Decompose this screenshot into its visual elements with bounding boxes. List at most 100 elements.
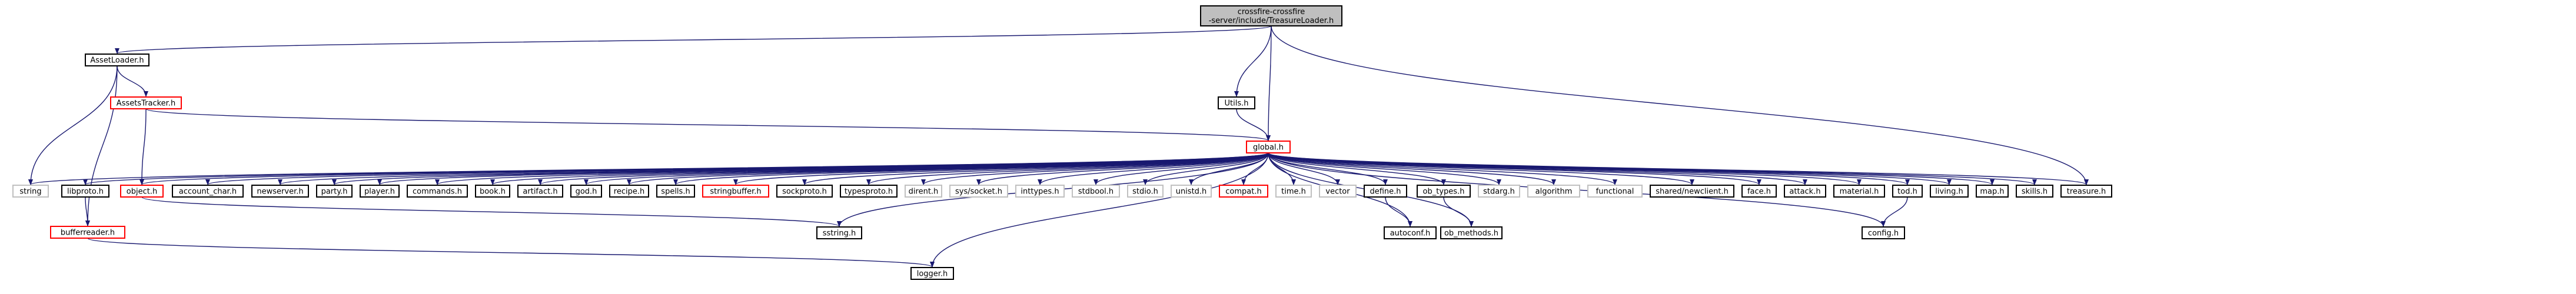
node-god[interactable]: god.h (570, 185, 602, 198)
node-syssocket[interactable]: sys/socket.h (949, 185, 1008, 198)
node-label: spells.h (661, 188, 690, 196)
node-label: config.h (1868, 229, 1899, 238)
node-box (1892, 185, 1923, 198)
node-box (1417, 185, 1471, 198)
node-object[interactable]: object.h (120, 185, 164, 198)
node-stdbool[interactable]: stdbool.h (1072, 185, 1120, 198)
node-dirent[interactable]: dirent.h (905, 185, 942, 198)
edge-global-to-inttypes (1038, 152, 1269, 185)
node-label: shared/newclient.h (1656, 188, 1729, 196)
edge-bufferreader-to-logger (87, 238, 935, 268)
node-define[interactable]: define.h (1364, 185, 1407, 198)
node-functional[interactable]: functional (1587, 185, 1643, 198)
node-unistd[interactable]: unistd.h (1171, 185, 1212, 198)
node-autoconf[interactable]: autoconf.h (1384, 226, 1437, 239)
node-box (1246, 141, 1291, 153)
node-box (905, 185, 942, 198)
node-label: treasure.h (2067, 188, 2106, 196)
node-label: AssetsTracker.h (117, 99, 175, 108)
node-spells[interactable]: spells.h (656, 185, 695, 198)
node-utils[interactable]: Utils.h (1218, 96, 1255, 109)
node-stdarg[interactable]: stdarg.h (1478, 185, 1520, 198)
node-sstring[interactable]: sstring.h (816, 226, 862, 239)
node-box (1478, 185, 1520, 198)
node-ob_methods[interactable]: ob_methods.h (1440, 226, 1503, 239)
node-string[interactable]: string (12, 185, 49, 198)
node-artifact[interactable]: artifact.h (517, 185, 563, 198)
node-box (475, 185, 510, 198)
node-box (1171, 185, 1212, 198)
node-box (1930, 185, 1969, 198)
edge-ob_types-to-ob_methods (1443, 196, 1474, 227)
node-tod[interactable]: tod.h (1892, 185, 1923, 198)
node-box (702, 185, 769, 198)
node-label: commands.h (413, 188, 462, 196)
node-party[interactable]: party.h (316, 185, 353, 198)
edge-global-to-typesproto (866, 152, 1269, 185)
node-map[interactable]: map.h (1976, 185, 2009, 198)
node-box (1833, 185, 1885, 198)
node-box (110, 96, 182, 109)
edge-global-to-commands (435, 152, 1269, 185)
node-ob_types[interactable]: ob_types.h (1417, 185, 1471, 198)
edge-global-to-algorithm (1268, 152, 1556, 185)
node-label: recipe.h (614, 188, 644, 196)
node-commands[interactable]: commands.h (407, 185, 468, 198)
node-box (1384, 226, 1437, 239)
node-stdio[interactable]: stdio.h (1127, 185, 1164, 198)
edge-define-to-autoconf (1385, 196, 1412, 227)
node-stringbuffer[interactable]: stringbuffer.h (702, 185, 769, 198)
node-account_char[interactable]: account_char.h (172, 185, 244, 198)
node-label: living.h (1935, 188, 1963, 196)
node-label: logger.h (917, 270, 948, 279)
node-assetloader[interactable]: AssetLoader.h (85, 54, 149, 66)
node-newserver[interactable]: newserver.h (251, 185, 309, 198)
node-label: crossfire-crossfire (1238, 8, 1305, 16)
node-vector[interactable]: vector (1319, 185, 1357, 198)
node-config[interactable]: config.h (1862, 226, 1905, 239)
node-label: sockproto.h (782, 188, 827, 196)
node-label: book.h (480, 188, 506, 196)
node-living[interactable]: living.h (1930, 185, 1969, 198)
node-label: string (19, 188, 41, 196)
node-libproto[interactable]: libproto.h (61, 185, 109, 198)
node-box (910, 267, 954, 280)
node-label: bufferreader.h (61, 229, 115, 238)
node-attack[interactable]: attack.h (1784, 185, 1826, 198)
node-assetstracker[interactable]: AssetsTracker.h (110, 96, 182, 109)
node-player[interactable]: player.h (360, 185, 400, 198)
node-recipe[interactable]: recipe.h (609, 185, 649, 198)
node-algorithm[interactable]: algorithm (1527, 185, 1580, 198)
node-treasure[interactable]: treasure.h (2060, 185, 2112, 198)
node-box (407, 185, 468, 198)
node-face[interactable]: face.h (1741, 185, 1777, 198)
node-root[interactable]: crossfire-crossfire-server/include/Treas… (1200, 5, 1342, 26)
node-shared_newclient[interactable]: shared/newclient.h (1650, 185, 1734, 198)
edge-global-to-stdarg (1268, 152, 1501, 185)
node-material[interactable]: material.h (1833, 185, 1885, 198)
edge-global-to-logger (930, 152, 1269, 268)
node-label: stdio.h (1132, 188, 1158, 196)
node-label: typesproto.h (845, 188, 893, 196)
edge-global-to-syssocket (976, 152, 1269, 185)
node-label: functional (1596, 188, 1634, 196)
edge-assetstracker-to-object (139, 108, 147, 185)
node-global[interactable]: global.h (1246, 141, 1291, 153)
node-inttypes[interactable]: inttypes.h (1015, 185, 1065, 198)
node-logger[interactable]: logger.h (910, 267, 954, 280)
node-box (316, 185, 353, 198)
node-sockproto[interactable]: sockproto.h (776, 185, 833, 198)
node-label: god.h (576, 188, 597, 196)
node-book[interactable]: book.h (475, 185, 510, 198)
node-label: object.h (127, 188, 157, 196)
node-label: ob_types.h (1423, 188, 1465, 196)
node-typesproto[interactable]: typesproto.h (840, 185, 898, 198)
node-time[interactable]: time.h (1275, 185, 1312, 198)
node-box (1741, 185, 1777, 198)
node-box (61, 185, 109, 198)
node-compat[interactable]: compat.h (1219, 185, 1268, 198)
edge-global-to-attack (1268, 152, 1807, 185)
node-bufferreader[interactable]: bufferreader.h (50, 226, 125, 239)
node-skills[interactable]: skills.h (2016, 185, 2053, 198)
node-label: inttypes.h (1021, 188, 1059, 196)
